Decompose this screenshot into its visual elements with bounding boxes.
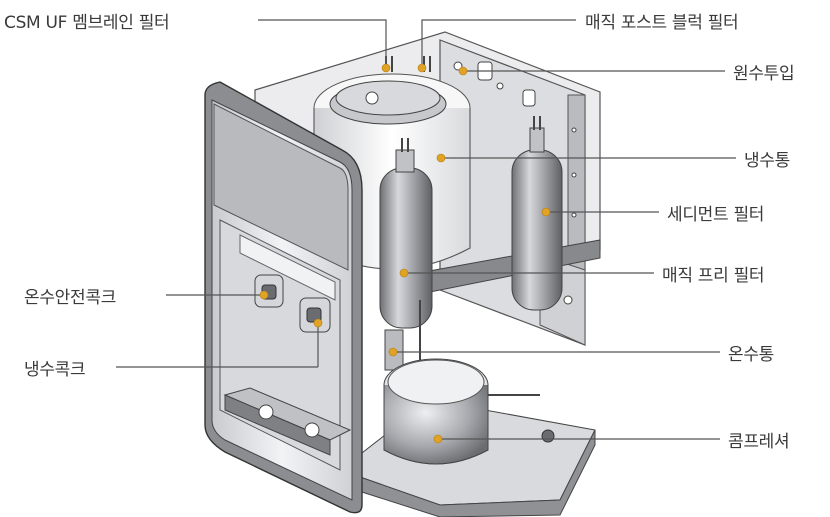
leader-csm-uf xyxy=(258,19,387,66)
label-cold-water-tank: 냉수통 xyxy=(744,151,791,171)
label-csm-uf-membrane-filter: CSM UF 멤브레인 필터 xyxy=(4,13,170,33)
leader-magic-post xyxy=(421,19,576,66)
label-hot-water-tank: 온수통 xyxy=(728,345,775,365)
marker-dots xyxy=(259,63,551,444)
purifier-body xyxy=(204,31,601,517)
label-compressor: 콤프레셔 xyxy=(728,432,790,452)
dot-sediment xyxy=(541,207,551,217)
label-hot-water-safety-cock: 온수안전콕크 xyxy=(24,288,117,308)
dot-hot-safety xyxy=(259,290,269,300)
dot-magic-post xyxy=(417,63,427,73)
dot-cold-cock xyxy=(313,318,323,328)
dot-raw-inlet xyxy=(458,66,468,76)
dot-compressor xyxy=(433,434,443,444)
dot-hot-tank xyxy=(388,347,398,357)
label-sediment-filter: 세디먼트 필터 xyxy=(667,205,765,225)
dot-csm-uf xyxy=(381,63,391,73)
dot-magic-pre xyxy=(399,268,409,278)
label-magic-pre-filter: 매직 프리 필터 xyxy=(662,266,765,286)
leader-lines xyxy=(116,19,736,440)
label-magic-post-block-filter: 매직 포스트 블럭 필터 xyxy=(585,13,739,33)
dot-cold-tank xyxy=(436,153,446,163)
label-cold-water-cock: 냉수콕크 xyxy=(24,360,86,380)
label-raw-water-inlet: 원수투입 xyxy=(733,64,795,84)
